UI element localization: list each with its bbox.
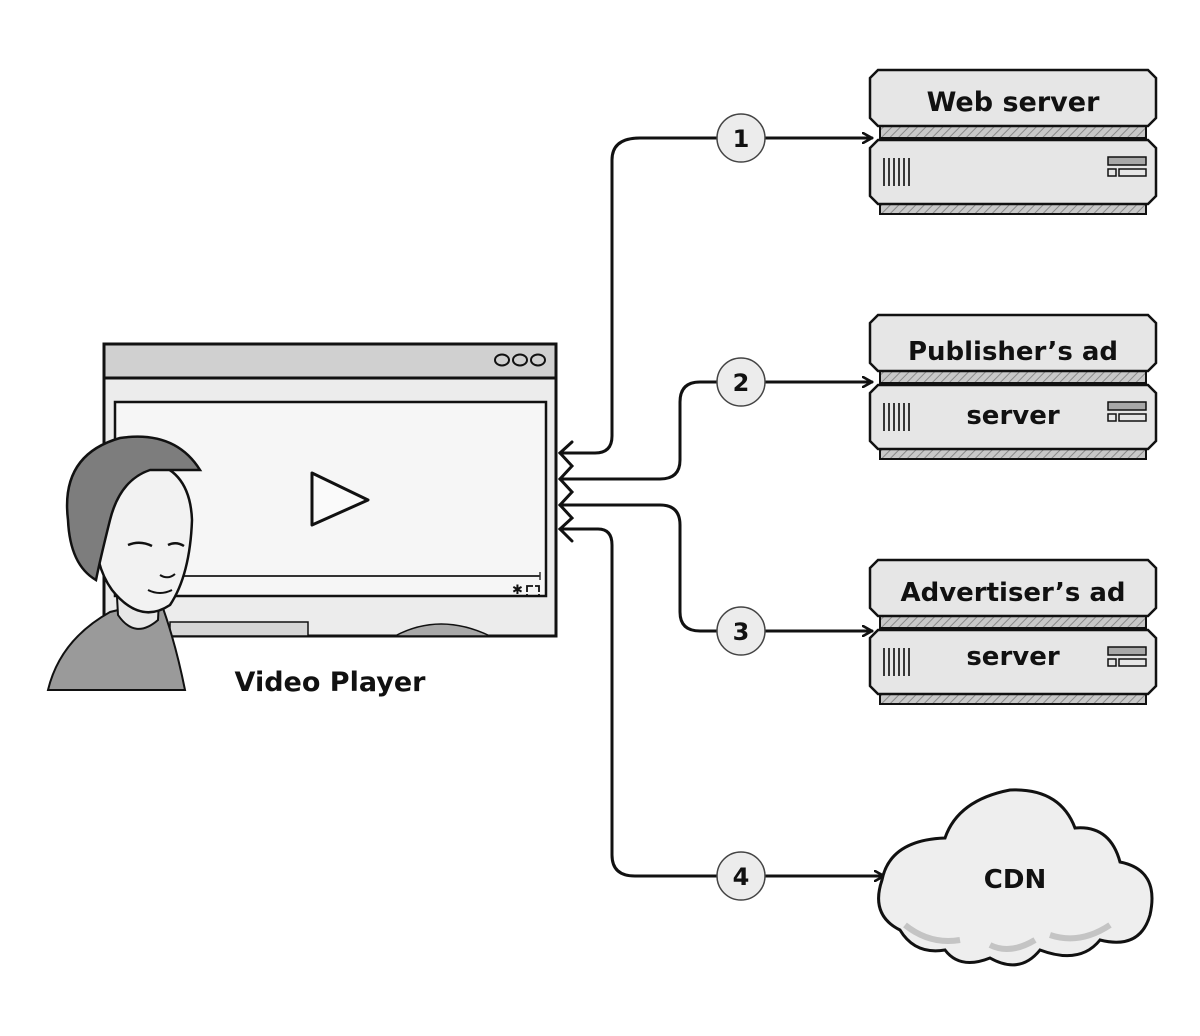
cdn-cloud-shape <box>877 788 1154 967</box>
server-label-line2: server <box>966 642 1060 672</box>
page-content-shape <box>394 623 491 637</box>
connector-2 <box>558 382 874 481</box>
connector-3 <box>558 503 874 631</box>
window-controls[interactable] <box>494 353 546 367</box>
user-hair <box>65 435 203 582</box>
step-number: 4 <box>733 863 750 891</box>
server-bottom-panel <box>868 628 1158 696</box>
server-bottom-panel <box>868 383 1158 451</box>
step-badge-2[interactable]: 2 <box>716 357 766 407</box>
window-titlebar <box>102 342 558 380</box>
server-label-line1: Web server <box>927 87 1100 118</box>
window-control-circle-icon[interactable] <box>530 353 546 367</box>
user-shoulders <box>46 598 187 691</box>
cdn-label: CDN <box>984 865 1046 895</box>
server-status-lights-icon <box>1107 646 1147 667</box>
user-illustration <box>46 435 203 691</box>
step-badge-1[interactable]: 1 <box>716 113 766 163</box>
server-bottom-panel <box>868 138 1158 206</box>
publishers-ad-server[interactable]: Publisher’s ad server <box>868 313 1158 460</box>
server-label-line1: Publisher’s ad <box>908 337 1118 367</box>
server-top-panel <box>868 313 1158 373</box>
play-icon[interactable] <box>310 471 370 527</box>
server-top-panel <box>868 558 1158 618</box>
step-number: 1 <box>733 125 750 153</box>
video-player-label: Video Player <box>235 667 427 698</box>
settings-icon[interactable]: ✱ <box>512 583 523 598</box>
window-control-circle-icon[interactable] <box>494 353 510 367</box>
cdn-cloud[interactable]: CDN <box>877 788 1154 967</box>
connectors <box>557 138 886 876</box>
server-top-panel <box>868 68 1158 128</box>
window-control-circle-icon[interactable] <box>512 353 528 367</box>
web-server[interactable]: Web server <box>868 68 1158 215</box>
page-content-block <box>169 621 309 637</box>
server-vent-icon <box>883 648 910 676</box>
server-status-lights-icon <box>1107 156 1147 177</box>
step-badge-4[interactable]: 4 <box>716 851 766 901</box>
player-incoming-arrows <box>557 440 575 543</box>
step-badge-3[interactable]: 3 <box>716 606 766 656</box>
server-label-line1: Advertiser’s ad <box>900 578 1125 608</box>
connector-1 <box>558 138 874 455</box>
step-number: 2 <box>733 369 750 397</box>
step-number: 3 <box>733 618 750 646</box>
server-vent-icon <box>883 403 910 431</box>
fullscreen-icon[interactable] <box>526 585 540 597</box>
server-vent-icon <box>883 158 910 186</box>
connector-4 <box>558 527 886 876</box>
advertisers-ad-server[interactable]: Advertiser’s ad server <box>868 558 1158 705</box>
server-status-lights-icon <box>1107 401 1147 422</box>
server-label-line2: server <box>966 401 1060 431</box>
